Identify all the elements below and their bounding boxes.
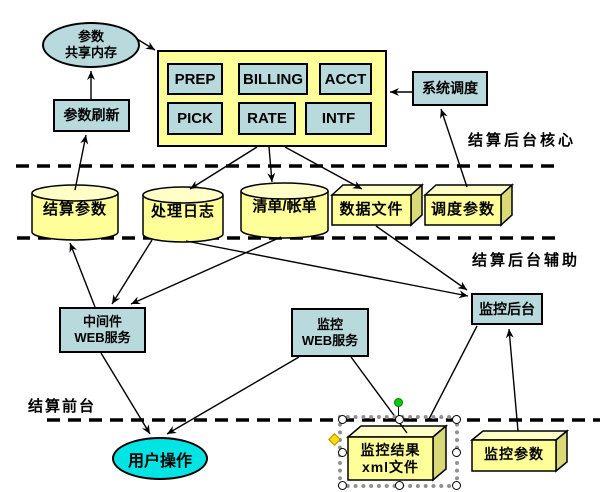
connector-list-bill-to-middleware xyxy=(130,236,282,305)
rotation-handle[interactable] xyxy=(394,398,403,407)
core-container[interactable]: PREP BILLING ACCT PICK RATE INTF xyxy=(157,50,387,147)
resize-handle-top-left[interactable] xyxy=(338,415,347,424)
connector-monitor-backend-to-result-file xyxy=(427,325,478,422)
shared-memory-label-line2: 共享内存 xyxy=(64,45,117,60)
module-rate-label: RATE xyxy=(247,110,287,127)
connector-dispatch-params-to-dispatch xyxy=(440,108,468,188)
resize-handle-top-right[interactable] xyxy=(452,415,461,424)
box3d-monitor-result-file[interactable] xyxy=(345,424,449,482)
system-dispatch-box[interactable]: 系统调度 xyxy=(412,71,488,106)
connector-data-files-to-monitor-backend xyxy=(375,225,468,291)
user-operation-ellipse[interactable]: 用户操作 xyxy=(112,437,208,480)
module-pick[interactable]: PICK xyxy=(167,102,223,135)
module-prep-label: PREP xyxy=(174,70,216,88)
box3d-data-files[interactable] xyxy=(330,183,424,227)
connector-core-to-list-bill xyxy=(267,146,276,183)
connector-settlement-params-to-refresh xyxy=(74,134,89,191)
param-refresh-label: 参数刷新 xyxy=(63,107,120,124)
module-acct-label: ACCT xyxy=(324,70,367,88)
rotation-handle-stem xyxy=(398,407,399,417)
section-label-frontend: 结算前台 xyxy=(28,398,97,415)
connector-shared-memory-to-core xyxy=(136,38,156,51)
connector-core-to-process-log xyxy=(189,146,258,190)
selection-outline xyxy=(338,415,459,488)
user-operation-label: 用户操作 xyxy=(127,452,192,470)
middleware-web-label-line2: WEB服务 xyxy=(74,330,131,345)
connector-monitor-web-to-user xyxy=(166,356,300,435)
resize-handle-bottom-mid[interactable] xyxy=(395,481,404,490)
connector-core-to-data-files xyxy=(284,146,363,190)
process-log-label: 处理日志 xyxy=(150,202,215,220)
module-intf[interactable]: INTF xyxy=(305,102,372,135)
resize-handle-mid-right[interactable] xyxy=(452,448,461,457)
connector-middleware-to-settlement-params xyxy=(69,242,96,308)
section-label-core: 结算后台核心 xyxy=(468,132,577,149)
connector-middleware-to-user xyxy=(100,352,151,435)
resize-handle-bottom-left[interactable] xyxy=(338,481,347,490)
list-bill-label: 清单/帐单 xyxy=(252,197,317,215)
box3d-dispatch-params[interactable] xyxy=(423,183,514,227)
monitor-result-file-line1: 监控结果 xyxy=(360,442,421,459)
connector-process-log-to-monitor-backend xyxy=(185,240,469,299)
monitor-result-file-line2: xml文件 xyxy=(361,459,420,475)
box3d-monitor-params[interactable] xyxy=(469,429,570,473)
module-intf-label: INTF xyxy=(321,110,356,127)
middleware-web-label-line1: 中间件 xyxy=(82,314,122,330)
cylinder-list-bill[interactable] xyxy=(240,182,329,239)
resize-handle-top-mid[interactable] xyxy=(395,415,404,424)
resize-handle-bottom-right[interactable] xyxy=(452,481,461,490)
cylinder-settlement-params[interactable] xyxy=(31,184,119,241)
section-label-auxiliary: 结算后台辅助 xyxy=(472,252,581,269)
module-rate[interactable]: RATE xyxy=(238,102,296,135)
monitor-params-label: 监控参数 xyxy=(484,446,544,463)
param-refresh-box[interactable]: 参数刷新 xyxy=(53,99,130,132)
module-billing-label: BILLING xyxy=(243,70,303,88)
system-dispatch-label: 系统调度 xyxy=(422,80,478,97)
module-prep[interactable]: PREP xyxy=(167,63,223,95)
module-billing[interactable]: BILLING xyxy=(238,63,308,95)
monitor-web-label-line1: 监控 xyxy=(316,316,343,332)
module-acct[interactable]: ACCT xyxy=(319,63,372,95)
cylinder-process-log[interactable] xyxy=(142,186,224,243)
shared-memory-label-line1: 参数 xyxy=(77,29,104,45)
resize-handle-mid-left[interactable] xyxy=(338,448,347,457)
shared-memory-ellipse[interactable]: 参数 共享内存 xyxy=(42,22,140,68)
monitor-backend-box[interactable]: 监控后台 xyxy=(471,293,543,325)
monitor-web-label-line2: WEB服务 xyxy=(301,332,359,348)
connector-monitor-params-to-monitor-backend xyxy=(505,328,519,432)
data-files-label: 数据文件 xyxy=(339,200,404,218)
connector-process-log-to-middleware xyxy=(111,239,153,305)
middleware-web-box[interactable]: 中间件 WEB服务 xyxy=(59,307,146,353)
monitor-result-file-label: 监控结果 xml文件 xyxy=(348,439,433,479)
monitor-web-box[interactable]: 监控 WEB服务 xyxy=(291,308,369,357)
module-pick-label: PICK xyxy=(177,110,213,127)
settlement-params-label: 结算参数 xyxy=(42,200,107,218)
monitor-backend-label: 监控后台 xyxy=(479,300,535,317)
dispatch-params-label: 调度参数 xyxy=(430,200,495,218)
